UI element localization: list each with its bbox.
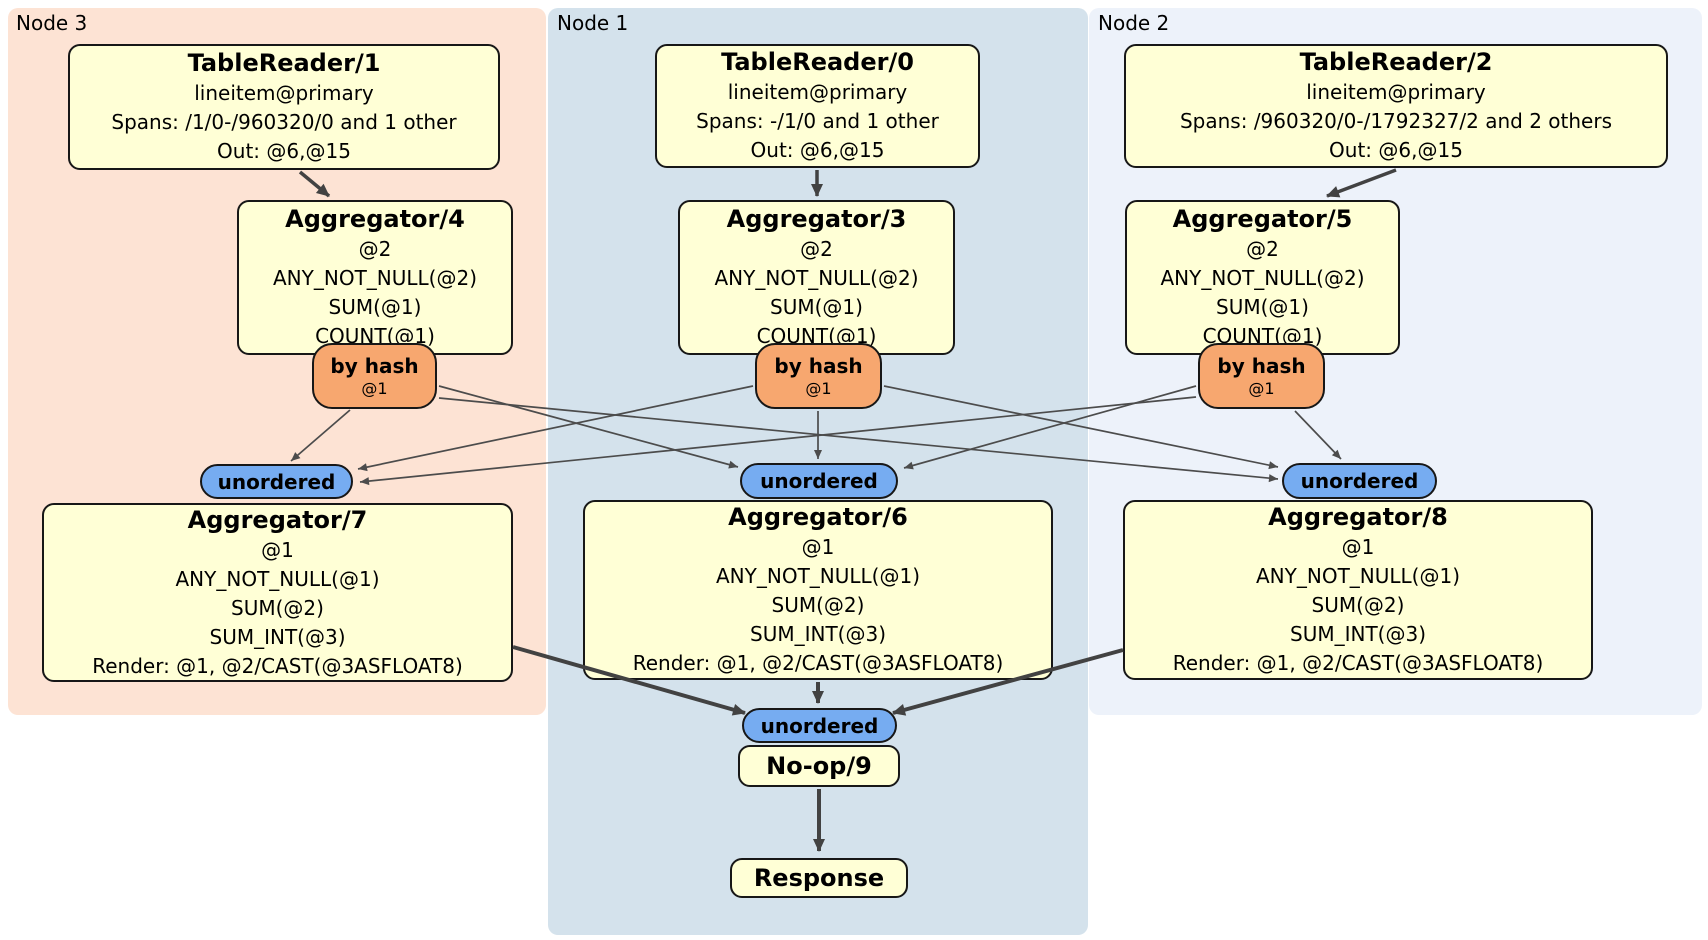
- router-columns: @1: [1248, 378, 1275, 398]
- processor-spans: Spans: -/1/0 and 1 other: [696, 109, 939, 133]
- processor-title: TableReader/0: [721, 48, 914, 76]
- unordered-sync-7: unordered: [200, 464, 353, 499]
- hash-router-4: by hash @1: [312, 343, 437, 409]
- agg-render: Render: @1, @2/CAST(@3ASFLOAT8): [92, 653, 463, 678]
- aggregator-4-box: Aggregator/4 @2 ANY_NOT_NULL(@2) SUM(@1)…: [237, 200, 513, 355]
- agg-fn: SUM(@1): [1216, 295, 1309, 319]
- sync-label: unordered: [217, 469, 336, 494]
- agg-group-cols: @2: [358, 237, 392, 261]
- router-columns: @1: [805, 378, 832, 398]
- agg-group-cols: @2: [1246, 237, 1279, 261]
- agg-group-cols: @1: [1341, 535, 1375, 559]
- agg-fn: ANY_NOT_NULL(@1): [1256, 564, 1460, 588]
- processor-title: Aggregator/6: [728, 503, 908, 531]
- response-label: Response: [753, 863, 885, 892]
- agg-render: Render: @1, @2/CAST(@3ASFLOAT8): [632, 651, 1004, 675]
- processor-title: Aggregator/5: [1172, 205, 1353, 233]
- processor-title: TableReader/2: [1299, 48, 1493, 76]
- agg-fn: ANY_NOT_NULL(@2): [273, 266, 477, 290]
- sync-label: unordered: [1300, 469, 1419, 493]
- agg-fn: SUM_INT(@3): [209, 624, 346, 649]
- agg-render: Render: @1, @2/CAST(@3ASFLOAT8): [1172, 651, 1544, 675]
- agg-fn: SUM_INT(@3): [750, 622, 886, 646]
- unordered-sync-8: unordered: [1282, 463, 1437, 499]
- processor-spans: Spans: /960320/0-/1792327/2 and 2 others: [1179, 109, 1612, 133]
- agg-fn: ANY_NOT_NULL(@2): [714, 266, 919, 290]
- agg-group-cols: @2: [800, 237, 833, 261]
- aggregator-3-box: Aggregator/3 @2 ANY_NOT_NULL(@2) SUM(@1)…: [678, 200, 955, 355]
- processor-title: Aggregator/3: [726, 205, 907, 233]
- processor-title: Aggregator/7: [187, 505, 368, 534]
- processor-out: Out: @6,@15: [217, 139, 351, 163]
- aggregator-6-box: Aggregator/6 @1 ANY_NOT_NULL(@1) SUM(@2)…: [583, 500, 1053, 680]
- table-reader-2-box: TableReader/2 lineitem@primary Spans: /9…: [1124, 44, 1668, 168]
- agg-group-cols: @1: [261, 537, 294, 562]
- noop-box: No-op/9: [738, 745, 900, 787]
- agg-fn: SUM(@1): [328, 295, 422, 319]
- agg-fn: SUM_INT(@3): [1290, 622, 1426, 646]
- processor-title: TableReader/1: [187, 49, 381, 77]
- router-label: by hash: [330, 353, 419, 378]
- node-1-label: Node 1: [557, 11, 629, 35]
- router-columns: @1: [361, 378, 388, 398]
- agg-fn: ANY_NOT_NULL(@1): [716, 564, 920, 588]
- aggregator-7-box: Aggregator/7 @1 ANY_NOT_NULL(@1) SUM(@2)…: [42, 503, 513, 682]
- node-2-label: Node 2: [1098, 11, 1170, 35]
- processor-out: Out: @6,@15: [750, 138, 885, 162]
- agg-fn: ANY_NOT_NULL(@2): [1160, 266, 1365, 290]
- table-reader-0-box: TableReader/0 lineitem@primary Spans: -/…: [655, 44, 980, 168]
- agg-fn: SUM(@2): [231, 595, 324, 620]
- processor-spans: Spans: /1/0-/960320/0 and 1 other: [111, 110, 457, 134]
- processor-out: Out: @6,@15: [1329, 138, 1463, 162]
- response-box: Response: [730, 858, 908, 898]
- agg-group-cols: @1: [801, 535, 835, 559]
- processor-title: Aggregator/4: [285, 205, 465, 233]
- table-reader-1-box: TableReader/1 lineitem@primary Spans: /1…: [68, 44, 500, 170]
- agg-fn: SUM(@2): [1311, 593, 1405, 617]
- router-label: by hash: [774, 353, 863, 378]
- hash-router-5: by hash @1: [1198, 343, 1325, 409]
- node-3-label: Node 3: [16, 11, 88, 35]
- processor-index: lineitem@primary: [1306, 80, 1486, 104]
- unordered-sync-final: unordered: [742, 708, 897, 743]
- processor-title: Aggregator/8: [1268, 503, 1448, 531]
- processor-index: lineitem@primary: [727, 80, 908, 104]
- processor-title: No-op/9: [766, 751, 872, 780]
- hash-router-3: by hash @1: [755, 343, 882, 409]
- agg-fn: SUM(@2): [771, 593, 865, 617]
- sync-label: unordered: [760, 713, 879, 738]
- unordered-sync-6: unordered: [740, 463, 898, 499]
- agg-fn: SUM(@1): [770, 295, 863, 319]
- aggregator-8-box: Aggregator/8 @1 ANY_NOT_NULL(@1) SUM(@2)…: [1123, 500, 1593, 680]
- router-label: by hash: [1217, 353, 1306, 378]
- processor-index: lineitem@primary: [194, 81, 374, 105]
- sync-label: unordered: [760, 469, 878, 493]
- agg-fn: ANY_NOT_NULL(@1): [175, 566, 380, 591]
- aggregator-5-box: Aggregator/5 @2 ANY_NOT_NULL(@2) SUM(@1)…: [1125, 200, 1400, 355]
